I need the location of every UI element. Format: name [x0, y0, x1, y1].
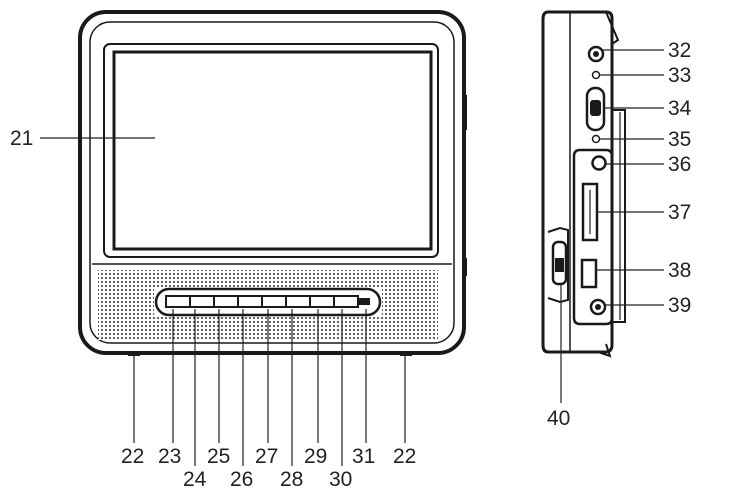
front-leader-lines: [40, 137, 406, 466]
label-button-3: 25: [207, 445, 230, 468]
label-screen: 21: [10, 127, 33, 150]
label-button-6: 28: [280, 468, 303, 491]
label-usb-port: 38: [668, 259, 691, 282]
side-protrusion-bottom: [462, 258, 467, 276]
foot-left: [128, 352, 140, 356]
button-key-5[interactable]: [261, 295, 287, 308]
front-labels: 21 22 23 24 25 26 27 28 29 30 31 22: [10, 127, 416, 491]
side-leader-lines: [560, 49, 664, 403]
front-casing: [78, 10, 466, 355]
label-button-1: 23: [158, 445, 181, 468]
front-casing-inner-edge: [89, 21, 455, 344]
button-key-8[interactable]: [333, 295, 359, 308]
label-card-slot: 37: [668, 201, 691, 224]
label-speaker-left: 22: [121, 445, 144, 468]
label-slide-switch: 34: [668, 97, 692, 120]
label-button-4: 26: [230, 468, 253, 491]
speaker-grille-center-top: [154, 270, 382, 288]
label-stand-switch: 40: [547, 407, 570, 430]
speaker-grille-right: [382, 270, 438, 340]
side-top-latch: [605, 11, 620, 45]
side-body: [541, 10, 614, 354]
side-protrusion-top: [462, 95, 467, 130]
front-view: [78, 10, 467, 356]
button-key-1[interactable]: [165, 295, 191, 308]
label-button-8: 30: [329, 468, 352, 491]
label-knob: 36: [668, 153, 691, 176]
screen: [112, 50, 433, 251]
label-jack-bottom: 39: [668, 294, 691, 317]
button-key-7[interactable]: [309, 295, 335, 308]
label-button-9: 31: [352, 445, 375, 468]
jack-top-core: [593, 51, 599, 57]
button-key-6[interactable]: [285, 295, 311, 308]
jack-bottom-core: [595, 304, 601, 310]
label-led-top: 33: [668, 64, 691, 87]
label-led-mid: 35: [668, 128, 691, 151]
label-button-7: 29: [304, 445, 327, 468]
label-button-2: 24: [183, 468, 207, 491]
side-rear-panel: [612, 109, 626, 323]
button-key-3[interactable]: [213, 295, 239, 308]
foot-right: [400, 352, 412, 356]
side-bottom-foot: [597, 343, 612, 358]
stand-switch-knob: [555, 258, 564, 272]
button-keys: [165, 295, 370, 308]
led-top-icon: [591, 70, 601, 80]
knob-icon[interactable]: [591, 155, 607, 171]
label-button-5: 27: [255, 445, 278, 468]
label-jack-top: 32: [668, 39, 691, 62]
stand-mount: [547, 226, 569, 304]
usb-port[interactable]: [580, 258, 598, 289]
button-key-9[interactable]: [358, 298, 370, 305]
side-labels: 32 33 34 35 36 37 38 39 40: [547, 39, 692, 430]
slide-switch-knob: [590, 100, 601, 116]
button-key-2[interactable]: [189, 295, 215, 308]
port-panel: [572, 148, 614, 326]
led-mid-icon: [591, 134, 601, 144]
speaker-grille-left: [98, 270, 154, 340]
side-view: [541, 10, 626, 358]
label-speaker-right: 22: [393, 445, 416, 468]
button-key-4[interactable]: [237, 295, 263, 308]
screen-bezel: [103, 43, 439, 258]
